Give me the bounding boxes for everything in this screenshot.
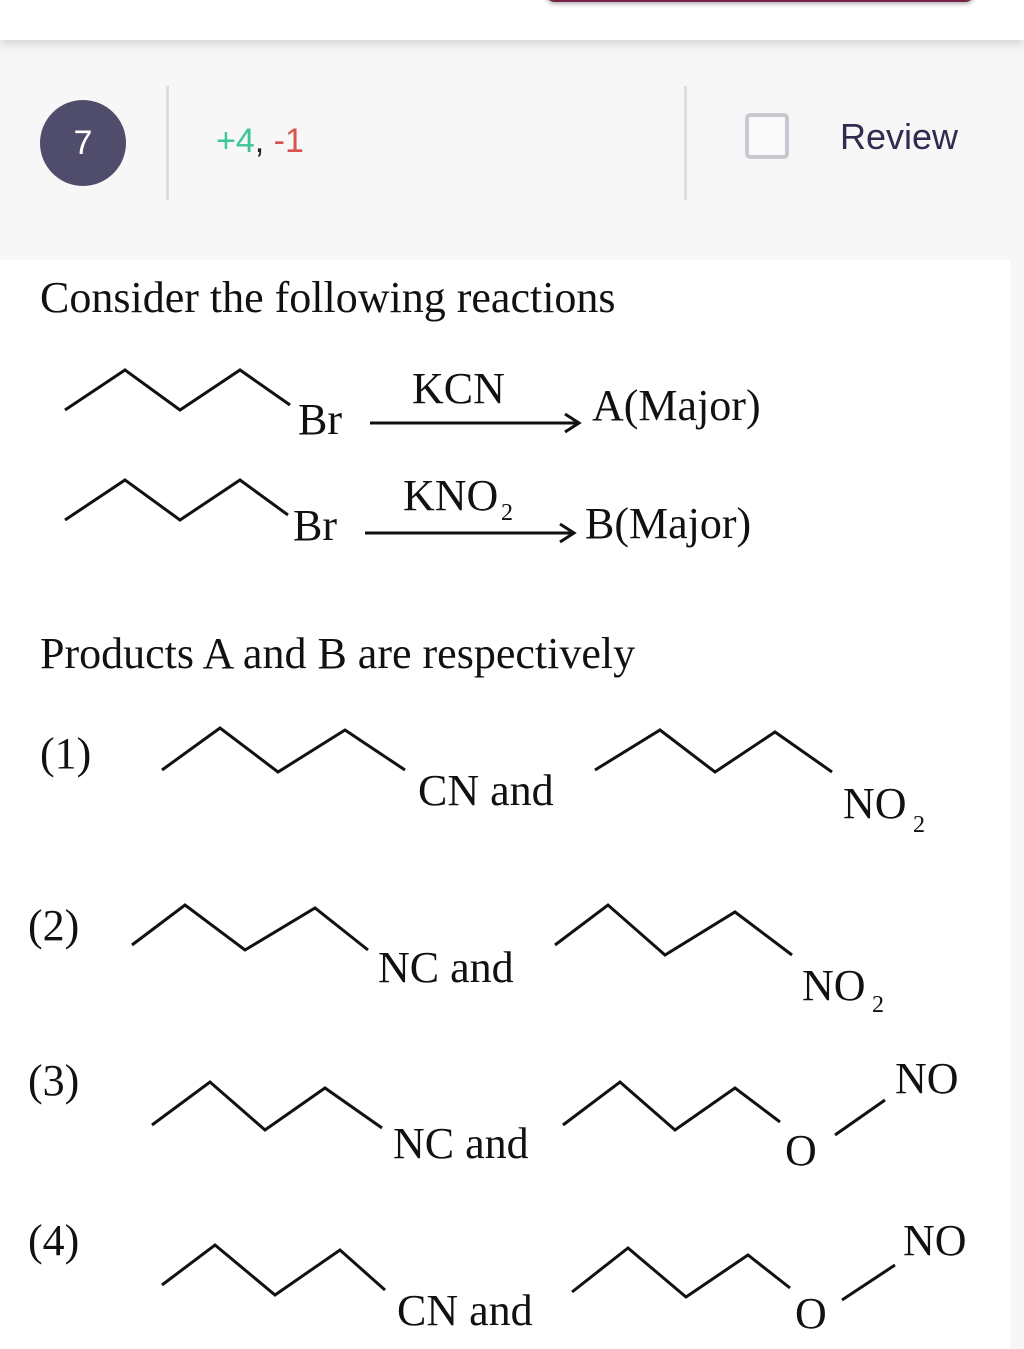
option-group: CN and — [397, 1286, 533, 1335]
option-label: (2) — [28, 901, 79, 950]
product-label: B(Major) — [585, 499, 751, 548]
oxygen-atom: O — [795, 1289, 827, 1338]
butyl-chain — [571, 1246, 791, 1299]
option-label: (3) — [28, 1056, 79, 1105]
divider — [684, 86, 687, 200]
reagent-subscript: 2 — [501, 500, 513, 526]
review-checkbox[interactable] — [745, 113, 789, 159]
marks-separator: , — [254, 122, 265, 160]
option-group: NC and — [378, 943, 514, 992]
option-group: NC and — [393, 1119, 529, 1168]
butyl-chain — [151, 1080, 383, 1132]
butyl-chain — [554, 903, 793, 957]
option-4[interactable]: (4) CN and O NO — [28, 1216, 967, 1338]
arrow-head — [564, 412, 582, 434]
bond — [834, 1098, 886, 1137]
butyl-chain — [594, 728, 833, 774]
butyl-chain — [64, 368, 291, 412]
butyl-chain — [131, 903, 369, 952]
option-label: (4) — [28, 1216, 79, 1265]
leaving-group: Br — [298, 395, 342, 444]
option-group: CN and — [418, 766, 554, 815]
subscript: 2 — [913, 812, 925, 838]
question-number-badge: 7 — [40, 100, 126, 186]
top-action-button[interactable] — [545, 0, 975, 2]
subscript: 2 — [872, 992, 884, 1018]
butyl-chain — [562, 1080, 781, 1132]
question-prompt: Products A and B are respectively — [40, 629, 635, 678]
negative-marks: -1 — [273, 122, 304, 160]
butyl-chain — [64, 478, 289, 522]
option-group: NO — [903, 1216, 967, 1265]
product-label: A(Major) — [592, 381, 761, 430]
question-card — [0, 260, 1010, 1349]
top-bar — [0, 0, 1024, 40]
butyl-chain — [161, 1243, 386, 1297]
option-label: (1) — [40, 729, 91, 778]
butyl-chain — [161, 726, 406, 774]
reagent: KCN — [412, 364, 505, 413]
marking-scheme: +4, -1 — [216, 122, 304, 161]
positive-marks: +4 — [216, 122, 255, 160]
option-2[interactable]: (2) NC and NO 2 — [28, 901, 884, 1018]
option-group: NO — [802, 961, 866, 1010]
bond — [841, 1263, 896, 1302]
leaving-group: Br — [293, 501, 337, 550]
review-label[interactable]: Review — [840, 116, 959, 157]
arrow-head — [559, 522, 577, 544]
oxygen-atom: O — [785, 1126, 817, 1175]
reagent: KNO — [403, 471, 498, 520]
divider — [166, 86, 169, 200]
option-1[interactable]: (1) CN and NO 2 — [40, 726, 925, 838]
option-group: NO — [895, 1054, 959, 1103]
option-3[interactable]: (3) NC and O NO — [28, 1054, 959, 1175]
question-intro: Consider the following reactions — [40, 273, 616, 322]
option-group: NO — [843, 779, 907, 828]
